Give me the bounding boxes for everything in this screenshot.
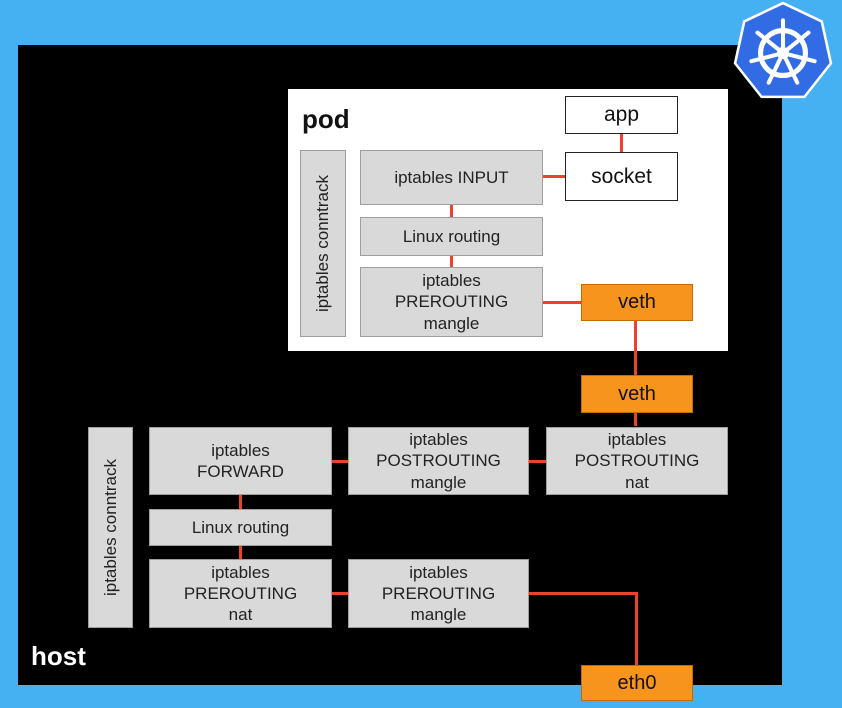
connector-premangle-eth0 — [528, 592, 638, 595]
pod-veth: veth — [581, 284, 693, 321]
connector-app-socket — [620, 133, 623, 153]
connector-postmangle-postnat — [528, 460, 547, 463]
host-forward: iptables FORWARD — [149, 427, 332, 495]
pod-linux-routing: Linux routing — [360, 217, 543, 256]
connector-input-socket — [542, 175, 566, 178]
host-linux-routing: Linux routing — [149, 509, 332, 546]
connector-forward-postmangle — [331, 460, 349, 463]
host-conntrack-box: iptables conntrack — [88, 427, 133, 628]
connector-prerouting-veth — [542, 301, 582, 304]
host-postrouting-mangle: iptables POSTROUTING mangle — [348, 427, 529, 495]
connector-input-routing — [450, 204, 453, 218]
host-postrouting-nat: iptables POSTROUTING nat — [546, 427, 728, 495]
eth0: eth0 — [581, 665, 693, 701]
pod-label: pod — [302, 104, 350, 134]
host-conntrack-label: iptables conntrack — [100, 458, 120, 597]
connector-veth-postnat — [634, 412, 637, 426]
connector-down-eth0 — [635, 592, 638, 666]
pod-prerouting-mangle: iptables PREROUTING mangle — [360, 267, 543, 337]
kubernetes-helm-icon — [733, 1, 833, 99]
host-prerouting-nat: iptables PREROUTING nat — [149, 559, 332, 628]
connector-veth-veth — [634, 320, 637, 376]
host-veth: veth — [581, 375, 693, 413]
connector-routing-prerouting — [450, 255, 453, 268]
socket-box: socket — [565, 152, 678, 201]
pod-conntrack-box: iptables conntrack — [300, 150, 346, 337]
app-box: app — [565, 96, 678, 134]
pod-conntrack-label: iptables conntrack — [313, 174, 333, 313]
connector-prenat-premangle — [331, 592, 349, 595]
connector-routing-prenat — [239, 545, 242, 559]
connector-forward-routing — [239, 494, 242, 510]
host-label: host — [31, 641, 86, 671]
pod-iptables-input: iptables INPUT — [360, 150, 543, 205]
host-prerouting-mangle: iptables PREROUTING mangle — [348, 559, 529, 628]
